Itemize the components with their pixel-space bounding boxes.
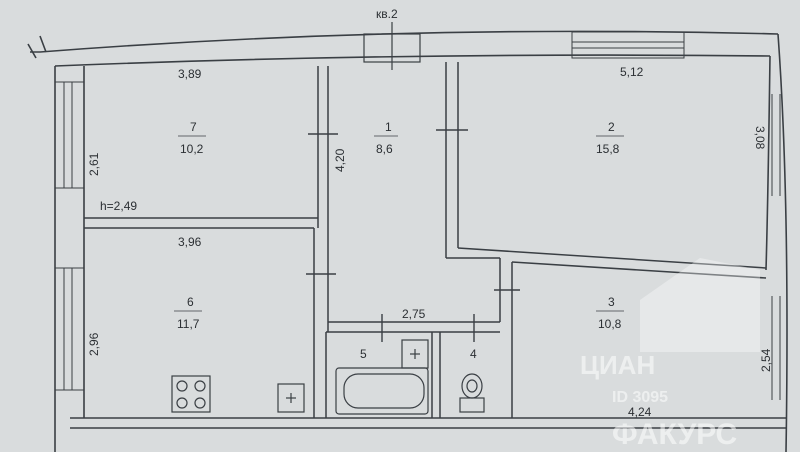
dim-room7-width: 3,89 xyxy=(178,67,202,81)
kitchen-sink-icon xyxy=(277,383,305,413)
ceiling-height: h=2,49 xyxy=(100,199,137,213)
dim-room3-width: 4,24 xyxy=(628,405,652,419)
dim-room7-depth: 2,61 xyxy=(87,152,101,176)
room-label-6: 6 11,7 xyxy=(174,295,202,331)
dim-room1-depth: 4,20 xyxy=(333,148,347,172)
dim-room2-width: 5,12 xyxy=(620,65,644,79)
room-number: 6 xyxy=(187,295,194,309)
room-number: 2 xyxy=(608,120,615,134)
dim-corridor-width: 2,75 xyxy=(402,307,426,321)
watermark-brand: ФАКУРС xyxy=(612,418,737,451)
door-marks xyxy=(306,129,520,342)
window-right-room2 xyxy=(771,94,781,196)
room-area: 10,2 xyxy=(180,142,204,156)
window-top-stair xyxy=(363,22,421,70)
room-number: 1 xyxy=(385,120,392,134)
dim-room6-width: 3,96 xyxy=(178,235,202,249)
dim-room2-depth: 3,08 xyxy=(753,126,767,150)
window-left-room7 xyxy=(55,81,84,189)
stove-icon xyxy=(171,375,211,413)
room-number: 3 xyxy=(608,295,615,309)
room-number: 7 xyxy=(190,120,197,134)
room-label-3: 3 10,8 xyxy=(596,295,624,331)
room-label-7: 7 10,2 xyxy=(178,120,206,156)
apartment-label: кв.2 xyxy=(376,7,398,21)
interior-walls xyxy=(84,62,767,418)
watermark: ЦИАН ID 3095 ФАКУРС xyxy=(580,258,760,451)
bath-sink-icon xyxy=(401,339,429,369)
toilet-icon xyxy=(459,373,485,413)
bathtub-icon xyxy=(335,367,429,415)
room-area: 11,7 xyxy=(177,317,200,331)
watermark-logo: ЦИАН xyxy=(580,350,655,380)
room-area: 15,8 xyxy=(596,142,620,156)
window-top-right xyxy=(571,31,685,59)
room-number-5: 5 xyxy=(360,347,367,361)
room-number-4: 4 xyxy=(470,347,477,361)
window-right-room3 xyxy=(771,296,781,400)
room-area: 10,8 xyxy=(598,317,622,331)
watermark-building-icon xyxy=(640,258,760,352)
watermark-id: ID 3095 xyxy=(612,389,668,406)
dim-room6-depth: 2,96 xyxy=(87,332,101,356)
dim-room3-depth: 2,54 xyxy=(759,348,773,372)
window-left-room6 xyxy=(55,267,84,391)
room-area: 8,6 xyxy=(376,142,393,156)
room-label-2: 2 15,8 xyxy=(596,120,624,156)
room-label-1: 1 8,6 xyxy=(374,120,398,156)
